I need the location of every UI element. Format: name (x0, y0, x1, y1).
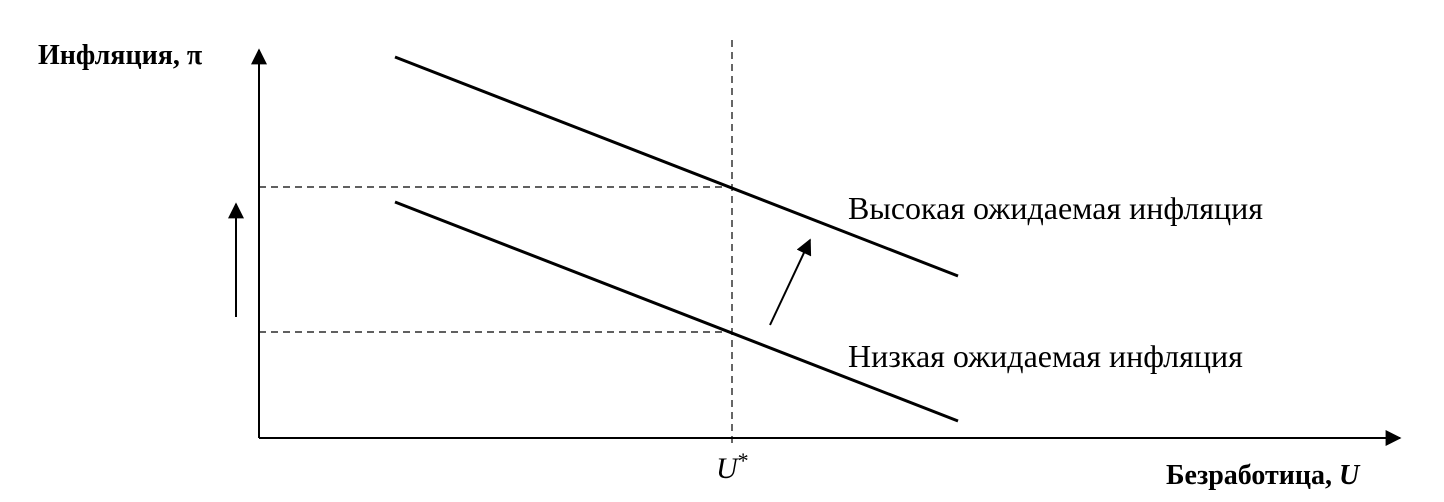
y-axis-label-text: Инфляция, π (38, 40, 203, 71)
high-expected-inflation-label: Высокая ожидаемая инфляция (848, 192, 1263, 224)
natural-rate-star: * (737, 448, 749, 473)
natural-rate-symbol: U (716, 452, 738, 485)
low-expected-inflation-label: Низкая ожидаемая инфляция (848, 340, 1243, 372)
low-expected-inflation-curve (394, 200, 959, 423)
curve-shift-arrow (769, 238, 812, 326)
x-axis-label: Безработица, U (1166, 462, 1359, 490)
low-expected-inflation-label-text: Низкая ожидаемая инфляция (848, 338, 1243, 374)
y-axis-label: Инфляция, π (38, 42, 202, 70)
high-expected-inflation-curve (394, 55, 959, 278)
natural-rate-label: U* (716, 450, 749, 484)
x-axis-label-text: Безработица, (1166, 460, 1340, 491)
high-expected-inflation-label-text: Высокая ожидаемая инфляция (848, 190, 1263, 226)
x-axis-variable: U (1339, 460, 1360, 491)
